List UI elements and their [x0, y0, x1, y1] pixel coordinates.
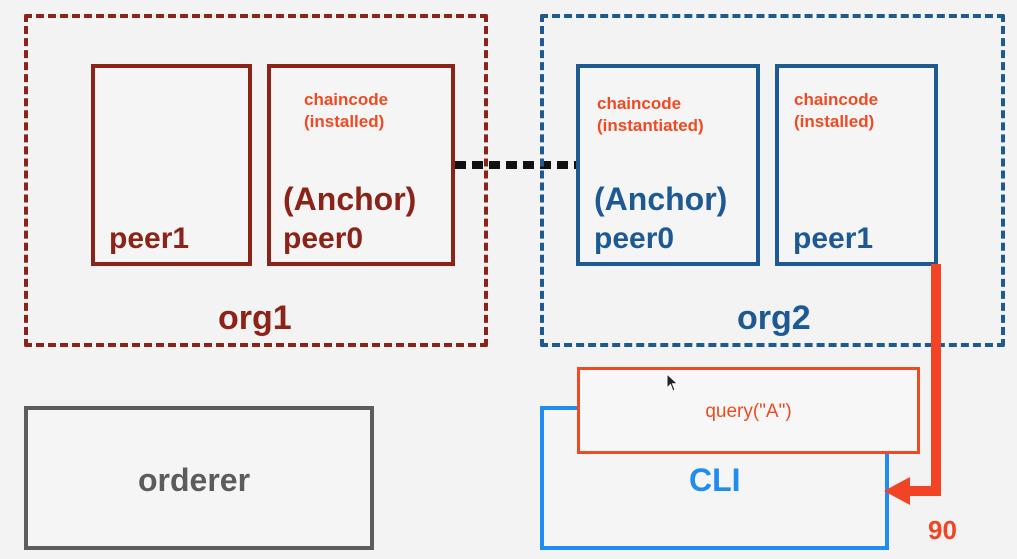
org2-peer1-name: peer1	[793, 222, 874, 255]
anchor-connector-line	[455, 161, 580, 169]
org2-peer0-chaincode-line1: chaincode	[597, 94, 682, 113]
org2-peer0-chaincode-label: chaincode (instantiated)	[597, 93, 704, 137]
org1-peer0-chaincode-line1: chaincode	[304, 90, 389, 109]
org1-peer0-chaincode-line2: (installed)	[304, 112, 385, 132]
orderer-box: orderer	[24, 406, 374, 550]
query-result-value: 90	[928, 515, 957, 545]
org2-peer1-chaincode-label: chaincode (installed)	[794, 89, 878, 133]
query-box: query("A")	[577, 367, 920, 454]
org1-peer1-box: peer1	[91, 64, 252, 266]
cli-label: CLI	[689, 462, 741, 498]
org2-peer1-box: chaincode (installed) peer1	[775, 64, 938, 266]
org1-box: org1	[24, 14, 488, 347]
org2-peer0-anchor-label: (Anchor)	[594, 181, 728, 217]
org1-peer0-chaincode-label: chaincode (installed)	[304, 89, 388, 133]
org1-peer0-anchor-label: (Anchor)	[283, 181, 417, 217]
query-label: query("A")	[705, 401, 792, 422]
mouse-pointer-icon	[666, 373, 679, 392]
org2-peer0-chaincode-line2: (instantiated)	[597, 116, 704, 136]
org1-peer0-box: chaincode (installed) (Anchor) peer0	[267, 64, 455, 266]
org2-label: org2	[737, 299, 811, 337]
org1-label: org1	[218, 299, 292, 337]
org2-peer0-box: chaincode (instantiated) (Anchor) peer0	[576, 64, 760, 266]
org1-peer0-name: peer0	[283, 222, 364, 255]
org1-peer1-name: peer1	[109, 222, 190, 255]
orderer-label: orderer	[138, 462, 251, 498]
arrow-left-icon	[884, 264, 941, 505]
org2-box: org2	[540, 14, 1005, 347]
org2-peer0-name: peer0	[594, 222, 675, 255]
org2-peer1-chaincode-line1: chaincode	[794, 90, 879, 109]
org2-peer1-chaincode-line2: (installed)	[794, 112, 875, 132]
